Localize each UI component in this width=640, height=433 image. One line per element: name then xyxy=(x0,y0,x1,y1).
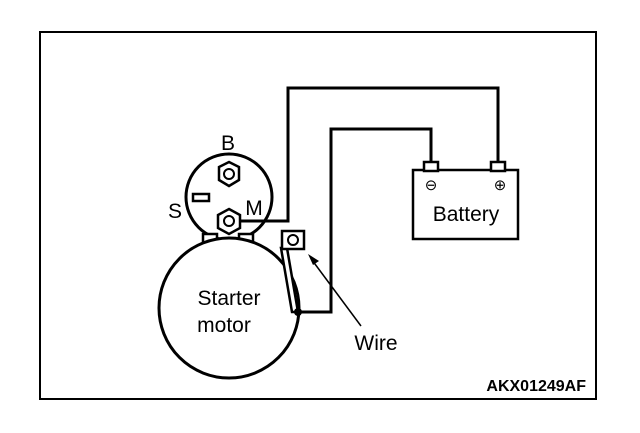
battery xyxy=(411,160,520,241)
terminal-b-label: B xyxy=(221,132,235,155)
terminal-s-tab xyxy=(191,192,211,203)
wire-ground-to-battery-negative xyxy=(298,127,433,314)
wire-m-to-battery-positive xyxy=(240,86,500,223)
starter-motor-body xyxy=(157,236,301,380)
starter-motor-label-line1: Starter xyxy=(197,287,260,310)
terminal-m-label: M xyxy=(245,197,263,220)
terminal-b-nut xyxy=(217,160,241,188)
diagram-frame xyxy=(39,31,597,400)
figure-code: AKX01249AF xyxy=(486,378,586,395)
battery-label: Battery xyxy=(433,203,500,226)
wire-leader-arrow xyxy=(308,254,362,327)
battery-negative-symbol: ⊖ xyxy=(425,177,438,194)
battery-positive-symbol: ⊕ xyxy=(494,177,507,194)
terminal-m-nut xyxy=(216,207,242,236)
terminal-s-label: S xyxy=(168,200,182,223)
starter-motor-label-line2: motor xyxy=(197,314,251,337)
ground-connection-point xyxy=(294,308,302,316)
wiring xyxy=(240,86,500,314)
ground-strap xyxy=(279,229,306,314)
wire-label: Wire xyxy=(354,332,397,355)
